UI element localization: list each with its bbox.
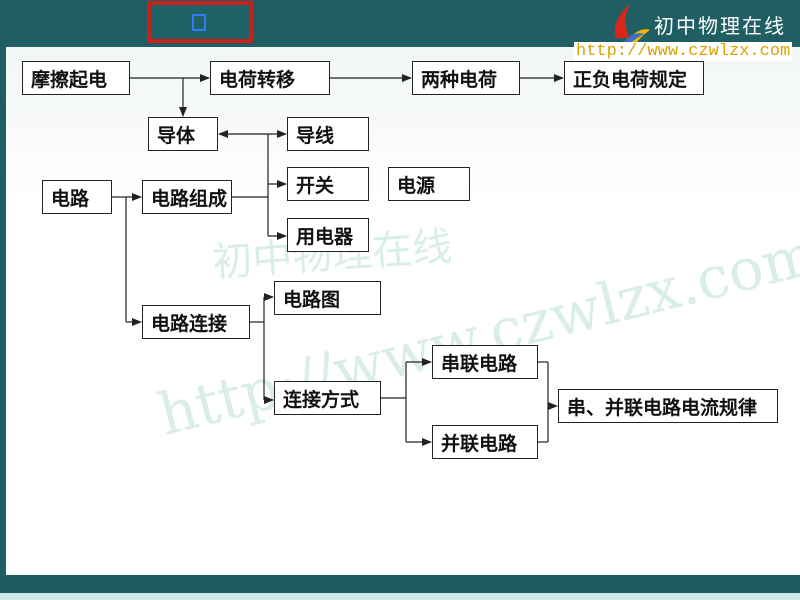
footer-strip — [0, 593, 800, 600]
node-charge-rule: 正负电荷规定 — [564, 61, 704, 95]
node-conductor: 导体 — [148, 117, 218, 151]
node-connection-method: 连接方式 — [274, 381, 381, 415]
node-two-charges: 两种电荷 — [412, 61, 520, 95]
logo-icon — [614, 4, 650, 44]
node-parallel-circuit: 并联电路 — [432, 425, 538, 459]
logo-text: 初中物理在线 — [654, 14, 786, 38]
node-circuit-diagram: 电路图 — [274, 281, 381, 315]
node-appliance: 用电器 — [287, 218, 369, 252]
node-charge-transfer: 电荷转移 — [210, 61, 330, 95]
node-switch: 开关 — [287, 167, 369, 201]
node-power-source: 电源 — [388, 167, 470, 201]
node-current-law: 串、并联电路电流规律 — [558, 389, 778, 423]
node-circuit-composition: 电路组成 — [142, 180, 232, 214]
slide-canvas — [6, 47, 800, 575]
missing-glyph-icon — [192, 14, 206, 31]
top-tab-button[interactable] — [147, 1, 253, 43]
node-series-circuit: 串联电路 — [432, 345, 538, 379]
node-circuit: 电路 — [42, 180, 112, 214]
logo-url[interactable]: http://www.czwlzx.com — [574, 42, 793, 61]
node-wire: 导线 — [287, 117, 369, 151]
node-circuit-connection: 电路连接 — [142, 305, 250, 339]
node-friction: 摩擦起电 — [22, 61, 130, 95]
